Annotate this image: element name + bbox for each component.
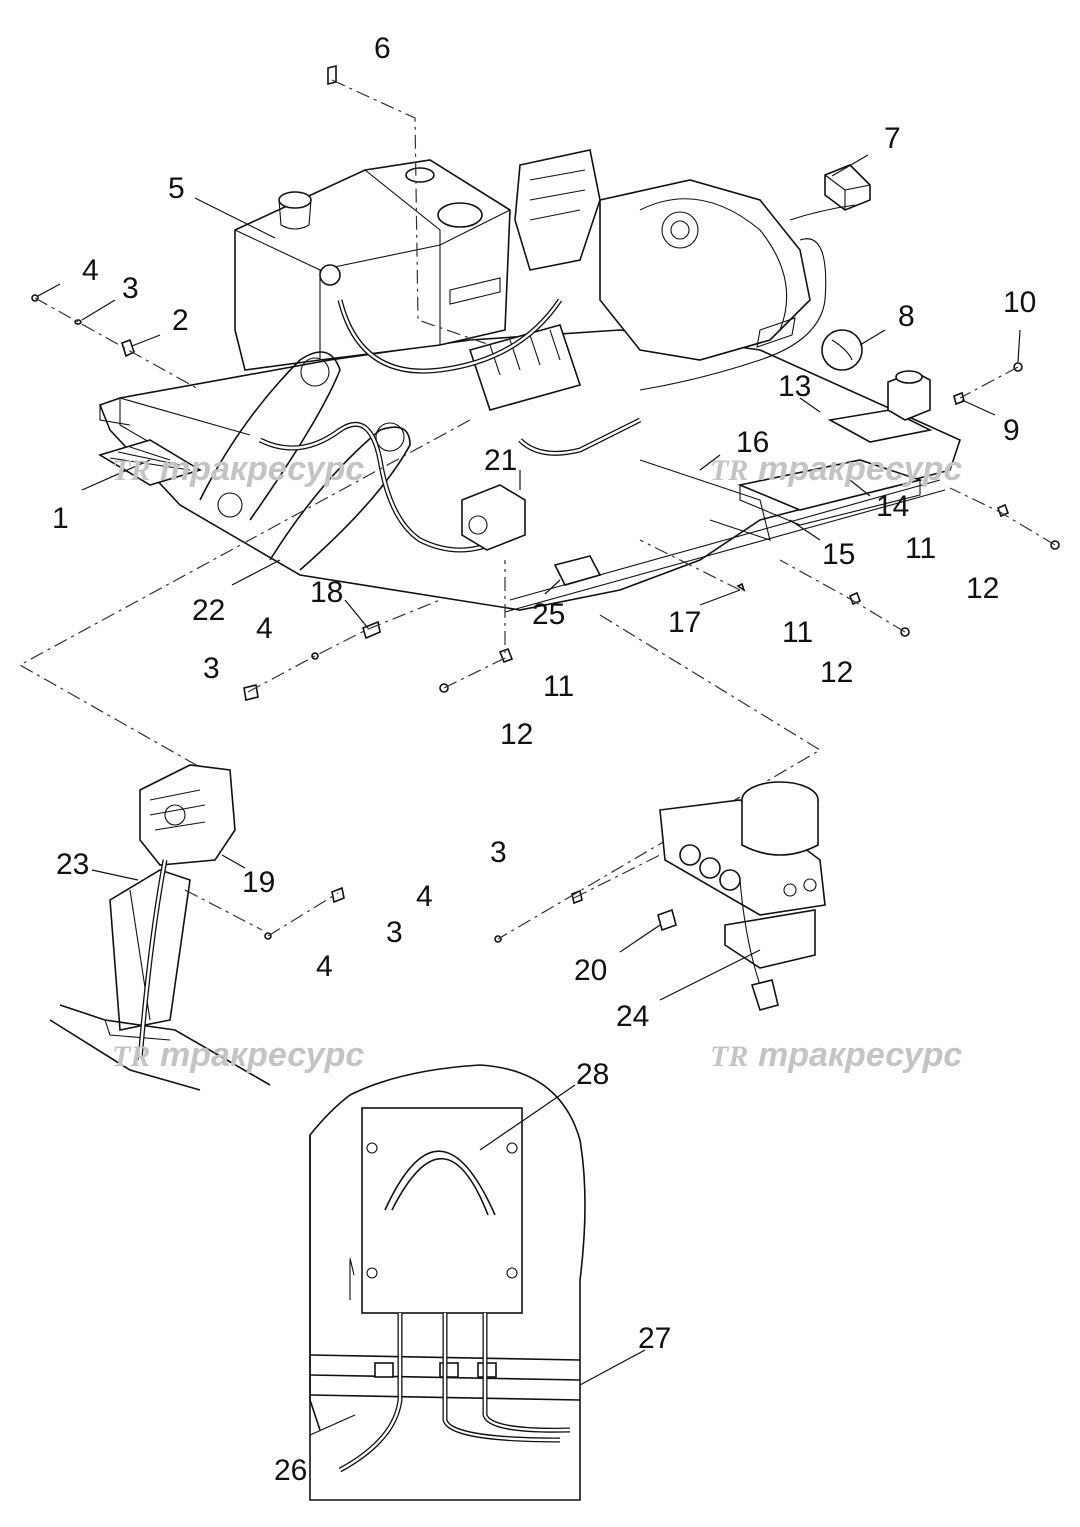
watermark-text: тракресурс xyxy=(758,1036,962,1074)
assembly-lines xyxy=(18,79,1056,940)
watermark-logo: TR xyxy=(112,454,150,487)
callout-5: 5 xyxy=(168,172,185,205)
callout-25: 25 xyxy=(532,598,565,631)
callout-21: 21 xyxy=(484,444,517,477)
pedal-assembly xyxy=(49,764,271,1091)
callout-22: 22 xyxy=(192,594,225,627)
callout-3: 3 xyxy=(386,916,403,949)
callout-28: 28 xyxy=(576,1058,609,1091)
callout-7: 7 xyxy=(884,122,901,155)
callout-labels: 1 2 3 3 3 3 4 4 4 4 5 6 7 8 9 10 11 11 1… xyxy=(52,32,1036,1487)
callout-24: 24 xyxy=(616,1000,649,1033)
callout-19: 19 xyxy=(242,866,275,899)
callout-17: 17 xyxy=(668,606,701,639)
callout-16: 16 xyxy=(736,426,769,459)
cabinet-assembly xyxy=(309,1064,586,1501)
callout-8: 8 xyxy=(898,300,915,333)
callout-15: 15 xyxy=(822,538,855,571)
callout-11: 11 xyxy=(543,670,574,703)
watermark-logo: TR xyxy=(710,1040,748,1073)
callout-12: 12 xyxy=(820,656,853,689)
callout-1: 1 xyxy=(52,502,69,535)
callout-6: 6 xyxy=(374,32,391,65)
watermark-logo: TR xyxy=(710,454,748,487)
callout-14: 14 xyxy=(876,490,909,523)
callout-20: 20 xyxy=(574,954,607,987)
callout-12: 12 xyxy=(500,718,533,751)
callout-12: 12 xyxy=(966,572,999,605)
watermark-logo: TR xyxy=(112,1040,150,1073)
callout-2: 2 xyxy=(172,304,189,337)
callout-23: 23 xyxy=(56,848,89,881)
callout-13: 13 xyxy=(778,370,811,403)
callout-26: 26 xyxy=(274,1454,307,1487)
callout-4: 4 xyxy=(82,254,99,287)
watermark-text: тракресурс xyxy=(758,450,962,488)
callout-3: 3 xyxy=(122,272,139,305)
callout-11: 11 xyxy=(905,532,936,565)
watermark-text: тракресурс xyxy=(160,450,364,488)
watermark-text: тракресурс xyxy=(160,1036,364,1074)
callout-3: 3 xyxy=(490,836,507,869)
callout-18: 18 xyxy=(310,576,343,609)
callout-9: 9 xyxy=(1003,414,1020,447)
callout-4: 4 xyxy=(416,880,433,913)
valve-assembly xyxy=(657,781,826,1011)
callout-4: 4 xyxy=(316,950,333,983)
callout-27: 27 xyxy=(638,1322,671,1355)
callout-11: 11 xyxy=(782,616,813,649)
callout-4: 4 xyxy=(256,612,273,645)
watermark: TR тракресурс TR тракресурс TR тракресур… xyxy=(112,450,962,1074)
callout-3: 3 xyxy=(203,652,220,685)
callout-10: 10 xyxy=(1003,286,1036,319)
main-frame-assembly xyxy=(98,149,961,613)
leader-lines xyxy=(37,154,1021,1436)
